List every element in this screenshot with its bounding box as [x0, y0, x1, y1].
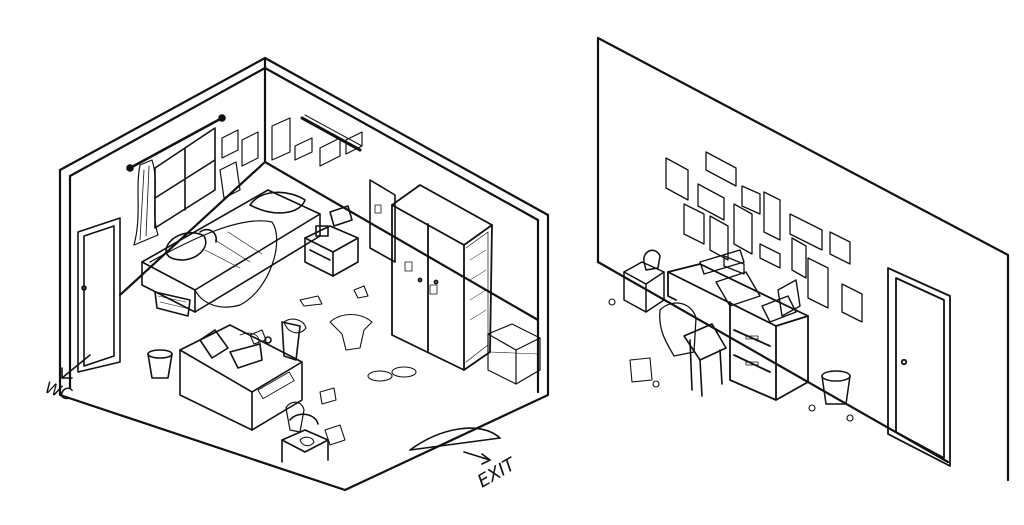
desk: [180, 322, 302, 430]
isometric-bedroom: WC EXIT: [43, 58, 548, 492]
notice-board: [370, 180, 395, 262]
wall-panel: [598, 38, 1008, 480]
study-desk: [668, 264, 808, 400]
nightstand: [305, 206, 358, 276]
floor-clutter-right: [609, 299, 853, 421]
arrow-right-icon: [464, 452, 490, 464]
wall-posters-right: [666, 152, 862, 322]
window: [127, 115, 225, 245]
side-shelf: [624, 250, 664, 312]
bedroom-door: [78, 218, 120, 372]
trash-bin: [148, 350, 172, 378]
floor-clutter: [250, 286, 416, 446]
wastebasket: [822, 371, 850, 404]
shoe-rack: [488, 324, 540, 384]
wall-posters: [220, 115, 362, 198]
room-walls: [60, 58, 548, 490]
bed: [142, 190, 320, 316]
wardrobe: [392, 185, 492, 370]
exit-label: EXIT: [474, 453, 521, 492]
desk-wall-view: [598, 38, 1008, 480]
desk-chair: [660, 303, 726, 396]
arrow-down-left-icon: [62, 355, 90, 378]
chair: [282, 402, 328, 462]
laptop: [700, 250, 800, 322]
exit-door-swing: [410, 428, 500, 450]
hallway-door: [888, 268, 950, 466]
